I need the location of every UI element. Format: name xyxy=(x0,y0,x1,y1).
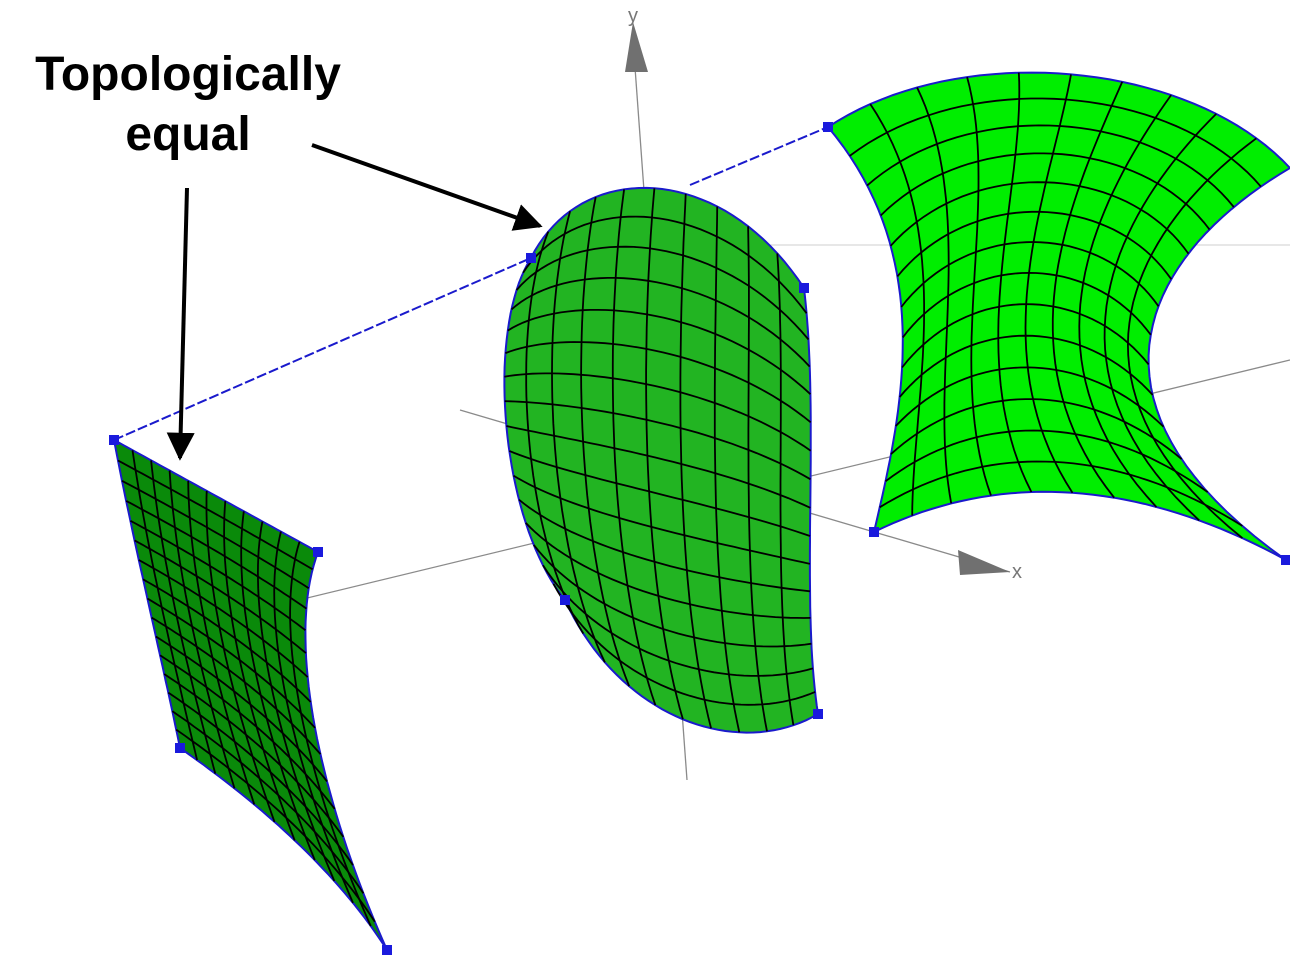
control-point xyxy=(175,743,185,753)
y-axis-arrowhead xyxy=(625,22,648,72)
surfaces-layer xyxy=(114,73,1290,950)
control-point xyxy=(382,945,392,955)
x-axis-label: x xyxy=(1012,561,1022,583)
curved-patch-surface xyxy=(504,188,818,733)
arrow-to-middle-surface xyxy=(312,145,540,226)
control-point xyxy=(1281,555,1290,565)
y-axis-label: y xyxy=(628,5,638,27)
control-point xyxy=(813,709,823,719)
control-point xyxy=(109,435,119,445)
annotation-line-2: equal xyxy=(125,108,250,161)
x-axis-arrowhead xyxy=(958,550,1010,575)
planar-patch-surface xyxy=(114,440,387,950)
annotation-line-1: Topologically xyxy=(35,48,341,101)
control-point xyxy=(313,547,323,557)
control-point xyxy=(869,527,879,537)
control-point xyxy=(823,122,833,132)
control-point xyxy=(526,253,536,263)
control-point xyxy=(799,283,809,293)
arrow-to-left-surface xyxy=(180,188,187,458)
saddle-patch-surface xyxy=(828,73,1290,560)
annotation: Topologically equal xyxy=(35,48,540,458)
connector-middle-to-right xyxy=(690,127,828,185)
curved-patch-fill xyxy=(504,188,818,733)
saddle-patch-fill xyxy=(828,73,1290,560)
control-point xyxy=(560,595,570,605)
